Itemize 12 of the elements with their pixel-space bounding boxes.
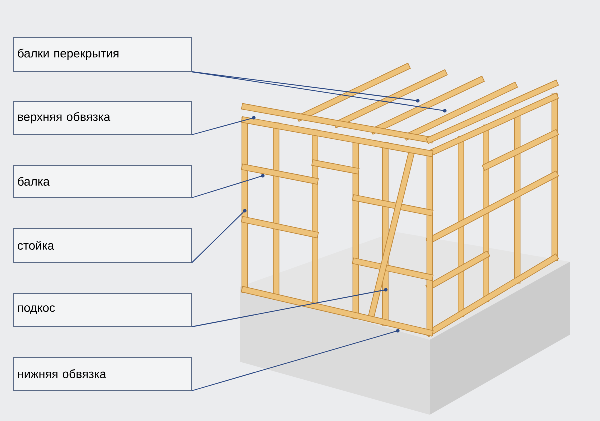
- leader-line: [192, 331, 397, 392]
- label-box: нижняя обвязка: [13, 357, 192, 391]
- leader-line: [192, 72, 444, 112]
- label-box: балки перекрытия: [13, 37, 192, 72]
- label-box: верхняя обвязка: [13, 101, 192, 135]
- leader-line: [192, 118, 253, 136]
- label-box: подкос: [13, 293, 192, 327]
- label-box: стойка: [13, 228, 192, 263]
- leader-line: [192, 176, 262, 198]
- leader-line: [192, 290, 384, 328]
- leader-line: [192, 212, 244, 264]
- label-box: балка: [13, 165, 192, 198]
